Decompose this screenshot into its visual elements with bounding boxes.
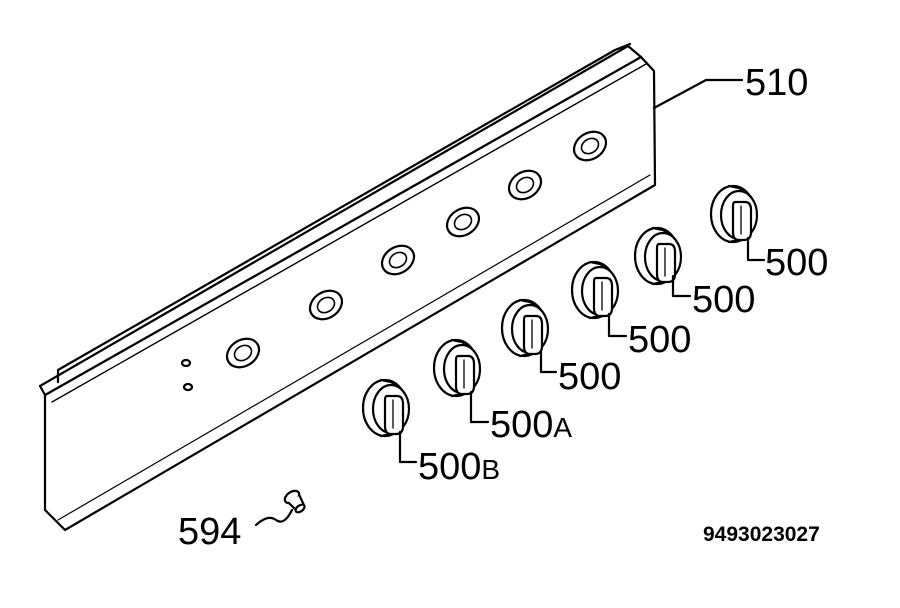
leader-line-knob-500-1 — [671, 274, 692, 298]
knob-500-2 — [570, 260, 620, 320]
panel-top-edge — [38, 44, 643, 397]
leader-line-knob-500-0 — [746, 236, 766, 262]
knob-500-1 — [633, 226, 683, 286]
leader-line-screw — [254, 508, 294, 527]
label-knob-500-1: 500 — [692, 279, 755, 321]
label-knob-500-3: 500 — [558, 356, 621, 398]
indicator-hole — [180, 358, 192, 368]
label-knob-500b: 500B — [418, 446, 500, 488]
label-knob-500a: 500A — [490, 404, 572, 446]
knob-500-3 — [500, 298, 550, 358]
panel-inner-edge — [51, 63, 647, 403]
leader-line-knob-500b — [398, 430, 418, 464]
leader-line-knob-500-2 — [607, 312, 628, 338]
leader-line-panel — [652, 78, 744, 110]
control-panel — [38, 42, 657, 532]
panel-knob-opening — [507, 169, 543, 201]
panel-back-flange — [56, 42, 632, 384]
panel-front-face — [43, 55, 657, 532]
panel-knob-opening — [445, 206, 481, 238]
screw — [283, 489, 306, 514]
indicator-hole — [182, 382, 194, 392]
label-screw-594: 594 — [178, 511, 241, 553]
label-knob-500-0: 500 — [765, 242, 828, 284]
label-panel-510: 510 — [745, 62, 808, 104]
label-knob-500a-suffix: A — [553, 412, 572, 443]
panel-knob-opening — [308, 289, 344, 321]
panel-knob-opening — [225, 337, 261, 369]
label-knob-500b-suffix: B — [481, 454, 500, 485]
knob-500-0 — [709, 184, 759, 244]
panel-knob-opening — [380, 244, 416, 276]
leader-line-knob-500-3 — [539, 350, 558, 374]
panel-bottom-edge — [57, 174, 651, 521]
diagram-part-number: 9493023027 — [703, 523, 820, 546]
knob-500a — [432, 338, 482, 398]
label-knob-500-2: 500 — [628, 319, 691, 361]
knob-500b — [361, 378, 411, 438]
leader-line-knob-500a — [469, 390, 490, 424]
panel-knob-opening — [572, 130, 608, 162]
